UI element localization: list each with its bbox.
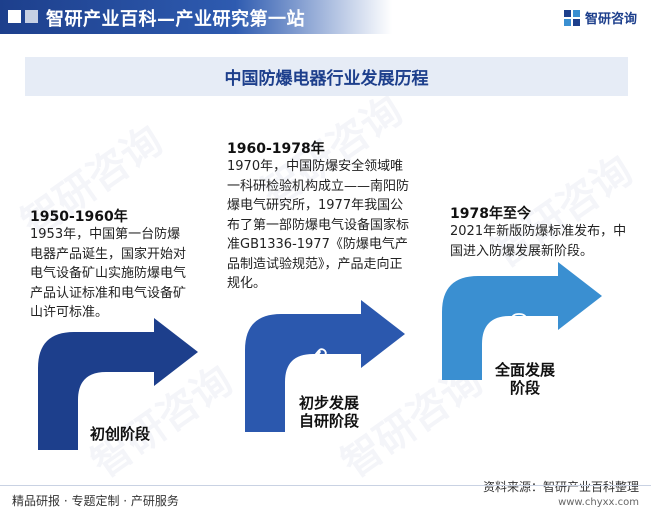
page-title: 中国防爆电器行业发展历程 (224, 69, 429, 89)
stage-2-label: 初步发展 自研阶段 (289, 394, 369, 430)
header-square-icon (25, 10, 38, 23)
stage-2-description: 1970年，中国防爆安全领域唯一科研检验机构成立——南阳防爆电气研究所，1977… (227, 159, 410, 291)
footer-source: 资料来源：智研产业百科整理 (482, 480, 639, 494)
stage-1-period: 1950-1960年 (30, 209, 128, 225)
stage-1-arrow (38, 318, 198, 450)
stage-3-label-line1: 全面发展 (494, 361, 555, 379)
header-title: 智研产业百科—产业研究第一站 (46, 9, 305, 30)
brand-logo-icon (563, 9, 580, 26)
header: 智研产业百科—产业研究第一站 智研咨询 (0, 0, 651, 34)
stage-3-period: 1978年至今 (450, 206, 531, 222)
footer-url[interactable]: www.chyxx.com (558, 497, 639, 508)
stage-2-period: 1960-1978年 (227, 141, 325, 157)
stage-1-label: 初创阶段 (89, 425, 150, 443)
header-square-icon (8, 10, 21, 23)
footer-services: 精品研报 · 专题定制 · 产研服务 (12, 494, 179, 508)
stage-3-label: 全面发展 阶段 (485, 361, 565, 397)
title-band: 中国防爆电器行业发展历程 (25, 57, 628, 96)
stage-2-arrow (245, 300, 405, 432)
stage-2-label-line1: 初步发展 (298, 394, 359, 412)
brand: 智研咨询 (563, 8, 637, 27)
stage-3-arrow (442, 262, 602, 380)
brand-name: 智研咨询 (584, 12, 637, 27)
header-bar (0, 0, 392, 34)
lightbulb-icon (510, 313, 528, 341)
stage-1-description: 1953年，中国第一台防爆电器产品诞生，国家开始对电气设备矿山实施防爆电气产品认… (30, 227, 187, 320)
stage-3-description: 2021年新版防爆标准发布，中国进入防爆发展新阶段。 (450, 224, 627, 259)
pencil-icon (106, 387, 126, 406)
paperclip-icon (310, 348, 327, 369)
stage-3-label-line2: 阶段 (509, 379, 540, 397)
stage-2-label-line2: 自研阶段 (298, 412, 359, 430)
footer-divider (0, 485, 651, 486)
